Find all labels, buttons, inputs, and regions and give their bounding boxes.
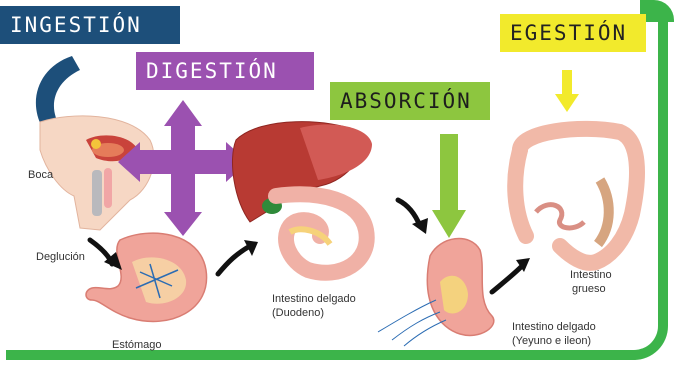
label-deglucion: Deglución bbox=[36, 250, 85, 264]
large-intestine-illustration bbox=[515, 129, 637, 263]
stomach-illustration bbox=[86, 233, 207, 321]
label-yeyuno-line2: (Yeyuno e ileon) bbox=[512, 334, 591, 348]
absorption-arrow bbox=[432, 134, 466, 238]
label-yeyuno-line1: Intestino delgado bbox=[512, 320, 596, 334]
label-boca: Boca bbox=[28, 168, 53, 182]
stage-absorption: ABSORCIÓN bbox=[330, 82, 490, 120]
egestion-arrow bbox=[555, 70, 579, 112]
digestion-cross-arrow bbox=[118, 100, 248, 236]
small-intestine-illustration bbox=[378, 239, 494, 346]
label-grueso-line2: grueso bbox=[572, 282, 606, 296]
label-duodeno-line1: Intestino delgado bbox=[272, 292, 356, 306]
stage-ingestion: INGESTIÓN bbox=[0, 6, 180, 44]
stage-egestion: EGESTIÓN bbox=[500, 14, 646, 52]
label-duodeno-line2: (Duodeno) bbox=[272, 306, 324, 320]
label-grueso-line1: Intestino bbox=[570, 268, 612, 282]
stage-digestion: DIGESTIÓN bbox=[136, 52, 314, 90]
label-estomago: Estómago bbox=[112, 338, 162, 352]
